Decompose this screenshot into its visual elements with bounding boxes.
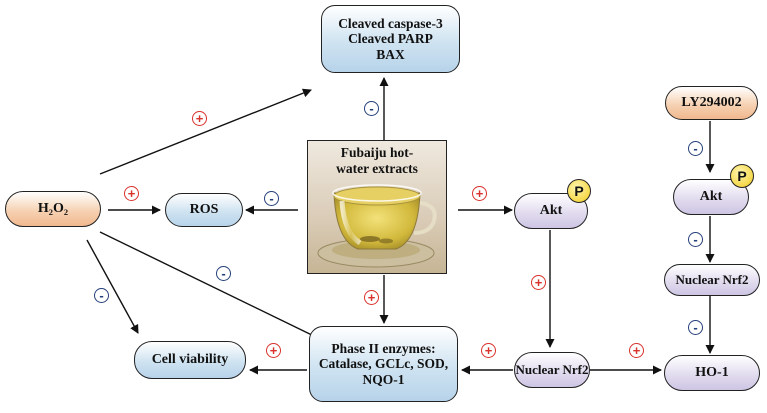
bax-label: BAX [376,46,405,62]
arrow-h2o2-to-apoptosis [99,88,312,175]
minus-sign-akt-nrf2-right: - [688,232,703,247]
phase2-title-label: Phase II enzymes: [331,340,436,356]
nuclear-nrf2-right-label: Nuclear Nrf2 [675,271,749,287]
phospho-badge-right: P [730,164,754,188]
ly294002-node: LY294002 [665,86,758,120]
akt-label: Akt [539,202,563,218]
phospho-label: P [574,183,584,199]
plus-sign-h2o2-ros: + [124,186,139,201]
phospho-badge: P [567,179,591,203]
arrow-h2o2-to-phase2 [99,231,319,339]
cleaved-caspase3-label: Cleaved caspase-3 [338,15,443,31]
phospho-right-label: P [737,168,747,184]
ho1-label: HO-1 [695,364,729,380]
ho1-node: HO-1 [664,355,760,391]
phase2-nqo1-label: NQO-1 [362,371,405,387]
phase2-enzymes-node: Phase II enzymes: Catalase, GCLc, SOD, N… [309,326,458,402]
phase2-enzymes-label: Catalase, GCLc, SOD, [318,356,449,372]
nuclear-nrf2-label: Nuclear Nrf2 [515,361,589,377]
cell-viability-label: Cell viability [151,351,229,367]
minus-sign-nrf2-ho1-right: - [688,320,703,335]
minus-sign-ly294002-akt: - [688,141,703,156]
akt-node: Akt [514,193,588,229]
minus-sign-extract-apoptosis: - [364,101,379,116]
extract-image-box: Fubaiju hot- water extracts [307,140,447,274]
h2o2-node: H₂O₂ [5,191,101,227]
extract-title-line2: water extracts [336,161,418,177]
extract-title-line1: Fubaiju hot- [340,145,414,160]
minus-sign-h2o2-phase2: - [216,266,231,281]
plus-sign-extract-akt: + [472,186,487,201]
plus-sign-phase2-cell-viability: + [266,343,281,358]
minus-sign-h2o2-cell-viability: - [94,288,109,303]
h2o2-label: H₂O₂ [37,200,69,216]
minus-sign-extract-ros: - [264,191,279,206]
akt-right-label: Akt [699,188,723,204]
ly294002-label: LY294002 [681,94,742,110]
plus-sign-h2o2-apoptosis: + [192,111,207,126]
nuclear-nrf2-node: Nuclear Nrf2 [514,352,590,388]
teacup-image [317,184,437,268]
plus-sign-nrf2-phase2: + [481,343,496,358]
ros-node: ROS [165,193,243,227]
arrow-h2o2-to-cell-viability [86,239,139,334]
nuclear-nrf2-right-node: Nuclear Nrf2 [664,264,760,296]
apoptosis-markers-node: Cleaved caspase-3 Cleaved PARP BAX [321,5,460,73]
cell-viability-node: Cell viability [134,341,246,379]
extract-title: Fubaiju hot- water extracts [308,145,446,178]
plus-sign-nrf2-ho1: + [629,343,644,358]
ros-label: ROS [189,201,219,217]
plus-sign-akt-nrf2: + [531,275,546,290]
cleaved-parp-label: Cleaved PARP [348,31,433,47]
plus-sign-extract-phase2: + [364,290,379,305]
